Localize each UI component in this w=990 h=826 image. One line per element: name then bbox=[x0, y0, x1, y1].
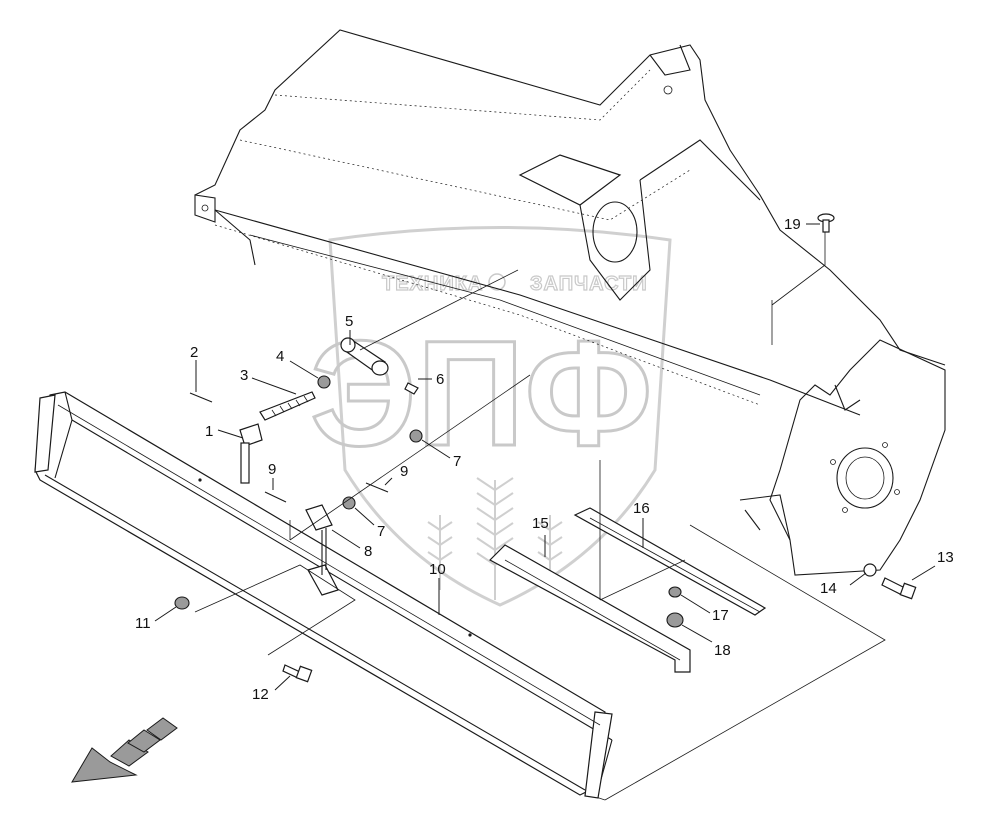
label-part-11: 11 bbox=[135, 615, 151, 632]
label-part-3: 3 bbox=[240, 367, 248, 384]
watermark-gear-icon bbox=[488, 273, 506, 291]
label-part-1: 1 bbox=[205, 423, 213, 440]
travel-direction-arrow-icon bbox=[71, 717, 178, 783]
watermark-logo: ЭПФ bbox=[310, 309, 653, 477]
pin-part-9b bbox=[365, 482, 389, 493]
nut-part-18 bbox=[666, 612, 684, 628]
label-part-6: 6 bbox=[436, 371, 444, 388]
assembly-lines bbox=[194, 269, 686, 656]
nut-part-11 bbox=[174, 596, 190, 610]
pin-part-5 bbox=[340, 337, 389, 376]
label-part-14: 14 bbox=[820, 580, 837, 597]
washer-part-14 bbox=[863, 563, 877, 577]
pin-part-2 bbox=[189, 392, 213, 403]
clevis-part-1 bbox=[239, 423, 263, 484]
watermark-wheat-icon bbox=[427, 477, 563, 600]
label-part-7a: 7 bbox=[453, 453, 461, 470]
hardware bbox=[174, 213, 917, 683]
label-part-9a: 9 bbox=[268, 461, 276, 478]
watermark: ТЕХНИКА ЗАПЧАСТИ ЭПФ bbox=[309, 226, 672, 607]
rod-part-3 bbox=[259, 391, 316, 421]
label-part-12: 12 bbox=[252, 686, 269, 703]
label-part-15: 15 bbox=[532, 515, 549, 532]
bolt-part-6 bbox=[404, 382, 419, 395]
label-part-9b: 9 bbox=[400, 463, 408, 480]
pin-part-9a bbox=[264, 491, 287, 503]
washer-part-7a bbox=[409, 429, 423, 443]
label-part-4: 4 bbox=[276, 348, 284, 365]
watermark-text-tehnika: ТЕХНИКА bbox=[382, 273, 483, 295]
label-part-8: 8 bbox=[364, 543, 372, 560]
label-part-16: 16 bbox=[633, 500, 650, 517]
washer-part-17 bbox=[668, 586, 682, 598]
label-part-7b: 7 bbox=[377, 523, 385, 540]
label-part-13: 13 bbox=[937, 549, 954, 566]
label-part-19: 19 bbox=[784, 216, 801, 233]
label-part-10: 10 bbox=[429, 561, 446, 578]
bolt-part-12 bbox=[282, 664, 313, 683]
bracket-bars bbox=[489, 507, 767, 673]
bolt-part-19 bbox=[817, 213, 835, 233]
label-part-2: 2 bbox=[190, 344, 198, 361]
watermark-text-zapchasti: ЗАПЧАСТИ bbox=[530, 273, 648, 295]
label-part-18: 18 bbox=[714, 642, 731, 659]
part-labels: 2 3 4 5 6 1 9 9 7 7 8 10 11 12 13 14 15 … bbox=[135, 216, 954, 703]
washer-part-4 bbox=[317, 375, 331, 389]
leader-lines bbox=[154, 223, 936, 691]
mower-frame bbox=[194, 29, 946, 801]
bolt-part-13 bbox=[881, 577, 917, 600]
label-part-17: 17 bbox=[712, 607, 729, 624]
washer-part-7b bbox=[342, 496, 356, 510]
deflector-plate bbox=[34, 391, 613, 799]
label-part-5: 5 bbox=[345, 313, 353, 330]
